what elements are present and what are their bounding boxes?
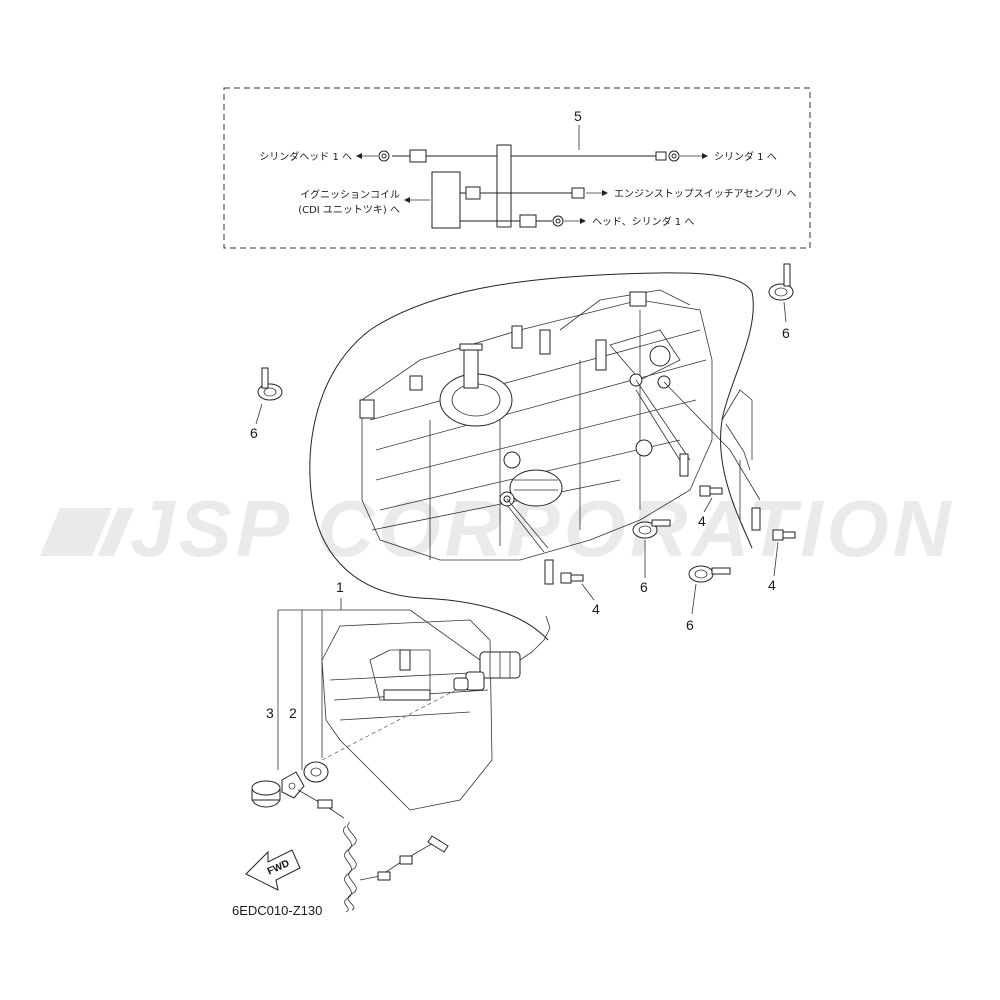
clip-part-6-top-right [768, 263, 794, 301]
bolt-part-4-mid [699, 485, 723, 497]
clip-part-6-lower [688, 565, 731, 583]
wire-harness-inset: 5 [223, 87, 811, 249]
arrow-right-top [680, 153, 708, 159]
callout-4-mid: 4 [698, 513, 706, 529]
label-cdi-unit: (CDI ユニットツキ) へ [298, 205, 400, 216]
arrow-right-bottom [564, 218, 586, 224]
callout-1: 1 [336, 579, 344, 595]
harness-clamp [496, 144, 512, 228]
label-cylinder-head-1: シリンダヘッド 1 へ [259, 150, 352, 163]
harness-connector-block [431, 171, 461, 229]
clip-part-6-left [257, 367, 283, 401]
nut-part [303, 761, 329, 783]
label-head-cylinder-1: ヘッド、シリンダ 1 へ [592, 215, 694, 228]
bolt-part-4-center [560, 572, 584, 584]
callout-2: 2 [289, 705, 297, 721]
harness-loop-outline [309, 272, 754, 641]
lower-cowl-drawing [321, 619, 493, 811]
fwd-arrow: FWD [245, 849, 301, 891]
callout-3: 3 [266, 705, 274, 721]
callout-6-middle: 6 [640, 579, 648, 595]
ignition-coil [509, 469, 563, 507]
diagram-code: 6EDC010-Z130 [232, 903, 322, 918]
bolt-part-4-right [772, 529, 796, 541]
callout-6-top-right: 6 [782, 325, 790, 341]
callout-4-center: 4 [592, 601, 600, 617]
engine-block-drawing [309, 272, 761, 641]
callout-6-left: 6 [250, 425, 258, 441]
label-ignition-coil: イグニッションコイル [300, 188, 400, 201]
crankshaft [463, 343, 479, 389]
inset-dashed-frame [223, 87, 811, 249]
lanyard-cord [297, 789, 449, 913]
lock-plate-part-2 [281, 771, 305, 799]
arrow-left-top [356, 153, 378, 159]
callout-6-lower: 6 [686, 617, 694, 633]
callout-5: 5 [574, 108, 582, 124]
engine-stop-switch-assembly [453, 615, 551, 691]
cap-part-3 [251, 780, 281, 808]
callout-4-right: 4 [768, 577, 776, 593]
arrow-right-mid [586, 190, 608, 196]
label-engine-stop-switch: エンジンストップスイッチアセンブリ へ [614, 187, 796, 200]
arrow-left-mid [404, 197, 430, 203]
watermark-logo-mark [40, 508, 134, 556]
label-cylinder-1: シリンダ 1 へ [714, 150, 777, 163]
clip-part-6-middle [632, 519, 671, 539]
